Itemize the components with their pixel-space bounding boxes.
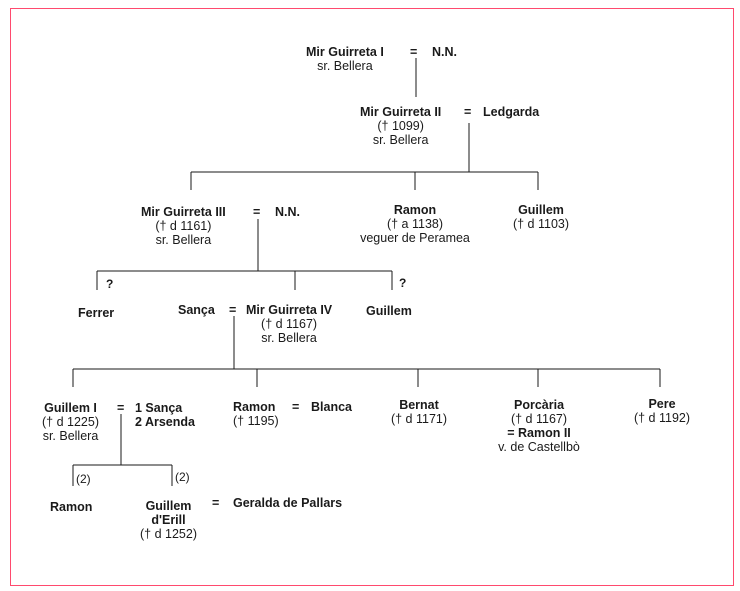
person-death: († d 1103): [512, 217, 570, 231]
person-ramon-1195: Ramon († 1195): [233, 400, 279, 428]
person-title: sr. Bellera: [155, 233, 212, 247]
uncertain-mark: ?: [106, 277, 114, 291]
person-name: Guillem: [145, 499, 192, 513]
person-death: († d 1161): [155, 219, 212, 233]
spouse-1: 1 Sança: [135, 401, 183, 415]
marriage-sign: =: [117, 401, 125, 415]
person-mir-guirreta-iv: Mir Guirreta IV († d 1167) sr. Bellera: [246, 303, 332, 345]
uncertain-mark: ?: [399, 276, 407, 290]
marriage-sign: =: [410, 45, 418, 59]
person-name: Mir Guirreta III: [141, 205, 226, 219]
second-marriage-mark: (2): [175, 470, 190, 484]
person-ledgarda: Ledgarda: [483, 105, 540, 119]
person-death: († a 1138): [386, 217, 444, 231]
person-guillem-derill: Guillem d'Erill († d 1252): [140, 499, 197, 541]
person-name: Guillem I: [44, 401, 97, 415]
marriage-sign: =: [212, 496, 220, 510]
person-death: († d 1167): [261, 317, 318, 331]
second-marriage-mark: (2): [76, 472, 91, 486]
person-geralda: Geralda de Pallars: [233, 496, 343, 510]
person-name: Mir Guirreta II: [360, 105, 442, 119]
person-death: († 1195): [233, 414, 279, 428]
person-name: Mir Guirreta IV: [246, 303, 333, 317]
person-guillem-gen4: Guillem: [366, 304, 412, 318]
marriage-sign: =: [253, 205, 261, 219]
person-mir-guirreta-iii: Mir Guirreta III († d 1161) sr. Bellera: [141, 205, 226, 247]
person-name: Mir Guirreta I: [306, 45, 384, 59]
person-title: sr. Bellera: [372, 133, 429, 147]
person-blanca: Blanca: [311, 400, 352, 414]
person-nn-2: N.N.: [275, 205, 300, 219]
marriage-sign: =: [464, 105, 472, 119]
person-guillem-1103: Guillem († d 1103): [508, 203, 574, 231]
person-bernat: Bernat († d 1171): [384, 398, 454, 426]
diagram-frame: [10, 8, 734, 586]
person-spouse: = Ramon II: [507, 426, 571, 440]
spouse-2: 2 Arsenda: [135, 415, 195, 429]
person-death: († 1099): [377, 119, 424, 133]
person-spouse-title: v. de Castellbò: [498, 440, 580, 454]
person-death: († d 1171): [390, 412, 448, 426]
person-title: sr. Bellera: [261, 331, 317, 345]
person-death: († d 1192): [633, 411, 691, 425]
marriage-sign: =: [292, 400, 300, 414]
person-porcaria: Porcària († d 1167) = Ramon II v. de Cas…: [486, 398, 592, 454]
person-mir-guirreta-i: Mir Guirreta I sr. Bellera: [306, 45, 384, 73]
person-name: Pere: [648, 397, 676, 411]
person-title: veguer de Peramea: [360, 231, 470, 245]
person-name-2: d'Erill: [151, 513, 186, 527]
person-ramon-veguer: Ramon († a 1138) veguer de Peramea: [352, 203, 478, 245]
person-ferrer: Ferrer: [78, 306, 115, 320]
spouses-list: 1 Sança 2 Arsenda: [135, 401, 195, 429]
person-ramon-gen6: Ramon: [50, 500, 93, 514]
person-death: († d 1252): [140, 527, 197, 541]
person-title: sr. Bellera: [42, 429, 99, 443]
person-mir-guirreta-ii: Mir Guirreta II († 1099) sr. Bellera: [360, 105, 441, 147]
marriage-sign: =: [229, 303, 237, 317]
person-death: († d 1167): [510, 412, 568, 426]
person-name: Porcària: [513, 398, 565, 412]
person-title: sr. Bellera: [317, 59, 373, 73]
person-name: Guillem: [518, 203, 564, 217]
person-death: († d 1225): [42, 415, 99, 429]
person-name: Ramon: [233, 400, 276, 414]
person-name: Bernat: [399, 398, 439, 412]
person-nn-1: N.N.: [432, 45, 457, 59]
person-name: Ramon: [393, 203, 437, 217]
person-guillem-i: Guillem I († d 1225) sr. Bellera: [42, 401, 99, 443]
person-sanca: Sança: [178, 303, 215, 317]
person-pere: Pere († d 1192): [627, 397, 697, 425]
